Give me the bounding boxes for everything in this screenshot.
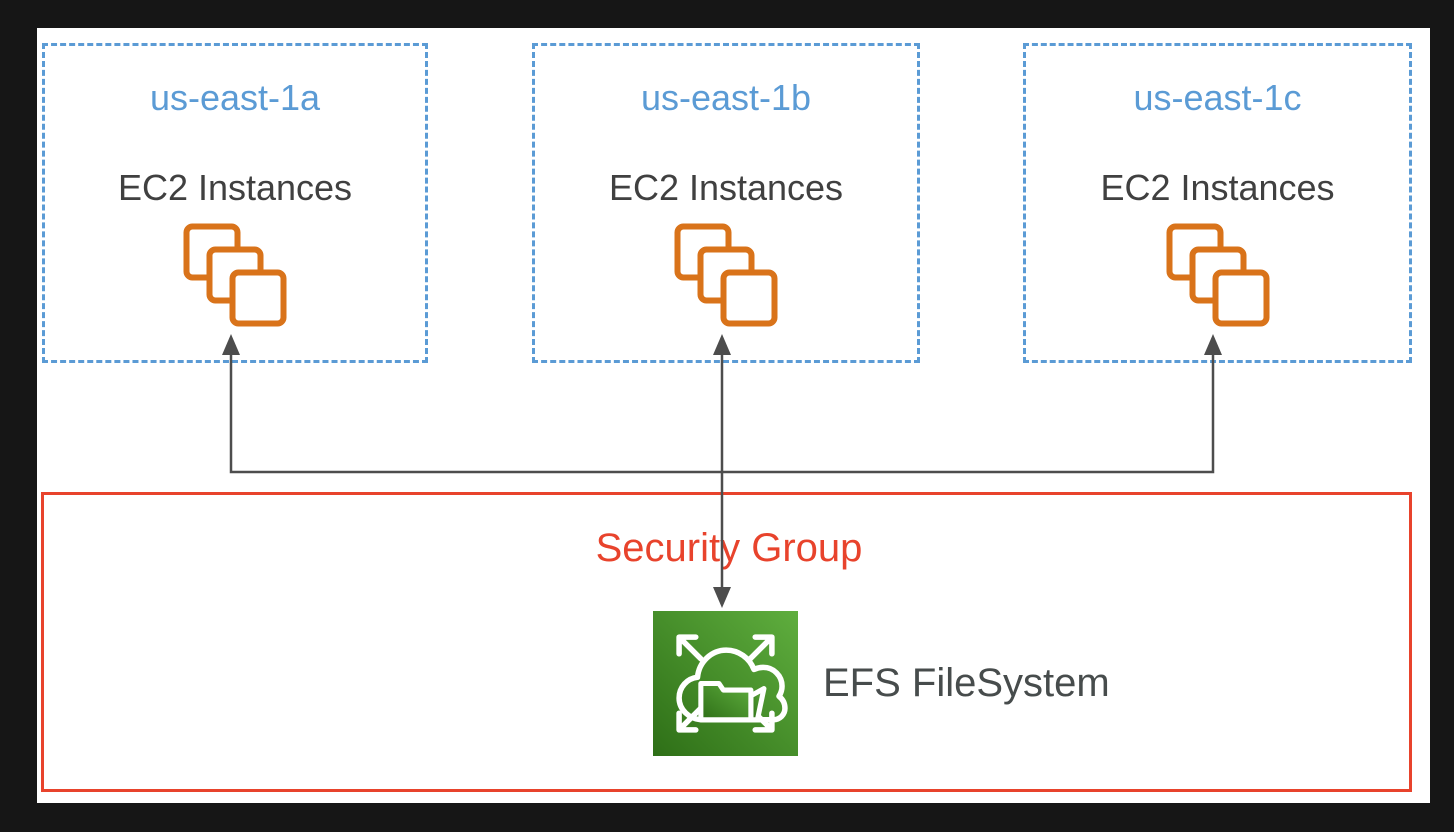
- ec2-instances-icon: [183, 223, 287, 327]
- efs-filesystem-icon: [653, 611, 798, 756]
- ec2-instances-label: EC2 Instances: [1100, 167, 1335, 208]
- connector-line-outer: [229, 355, 1215, 474]
- security-group-label: Security Group: [595, 526, 863, 570]
- ec2-instances-icon: [674, 223, 778, 327]
- availability-zone-box-us-east-1c: us-east-1c EC2 Instances: [1023, 43, 1412, 363]
- availability-zone-box-us-east-1a: us-east-1a EC2 Instances: [42, 43, 428, 363]
- availability-zone-label: us-east-1a: [149, 77, 321, 118]
- availability-zone-label: us-east-1c: [1133, 77, 1302, 118]
- availability-zone-box-us-east-1b: us-east-1b EC2 Instances: [532, 43, 920, 363]
- diagram-canvas: us-east-1a EC2 Instances us-east-1b EC2 …: [37, 28, 1430, 803]
- ec2-instances-label: EC2 Instances: [117, 167, 353, 208]
- efs-filesystem-label: EFS FileSystem: [823, 661, 1110, 705]
- ec2-instances-icon: [1166, 223, 1269, 327]
- ec2-instances-label: EC2 Instances: [608, 167, 844, 208]
- cloud-shape: [676, 647, 788, 723]
- folder-shape: [698, 680, 754, 723]
- security-group-box: Security Group EFS FileSystem: [41, 492, 1412, 792]
- availability-zone-label: us-east-1b: [640, 77, 812, 118]
- efs-icon-background: [653, 611, 798, 756]
